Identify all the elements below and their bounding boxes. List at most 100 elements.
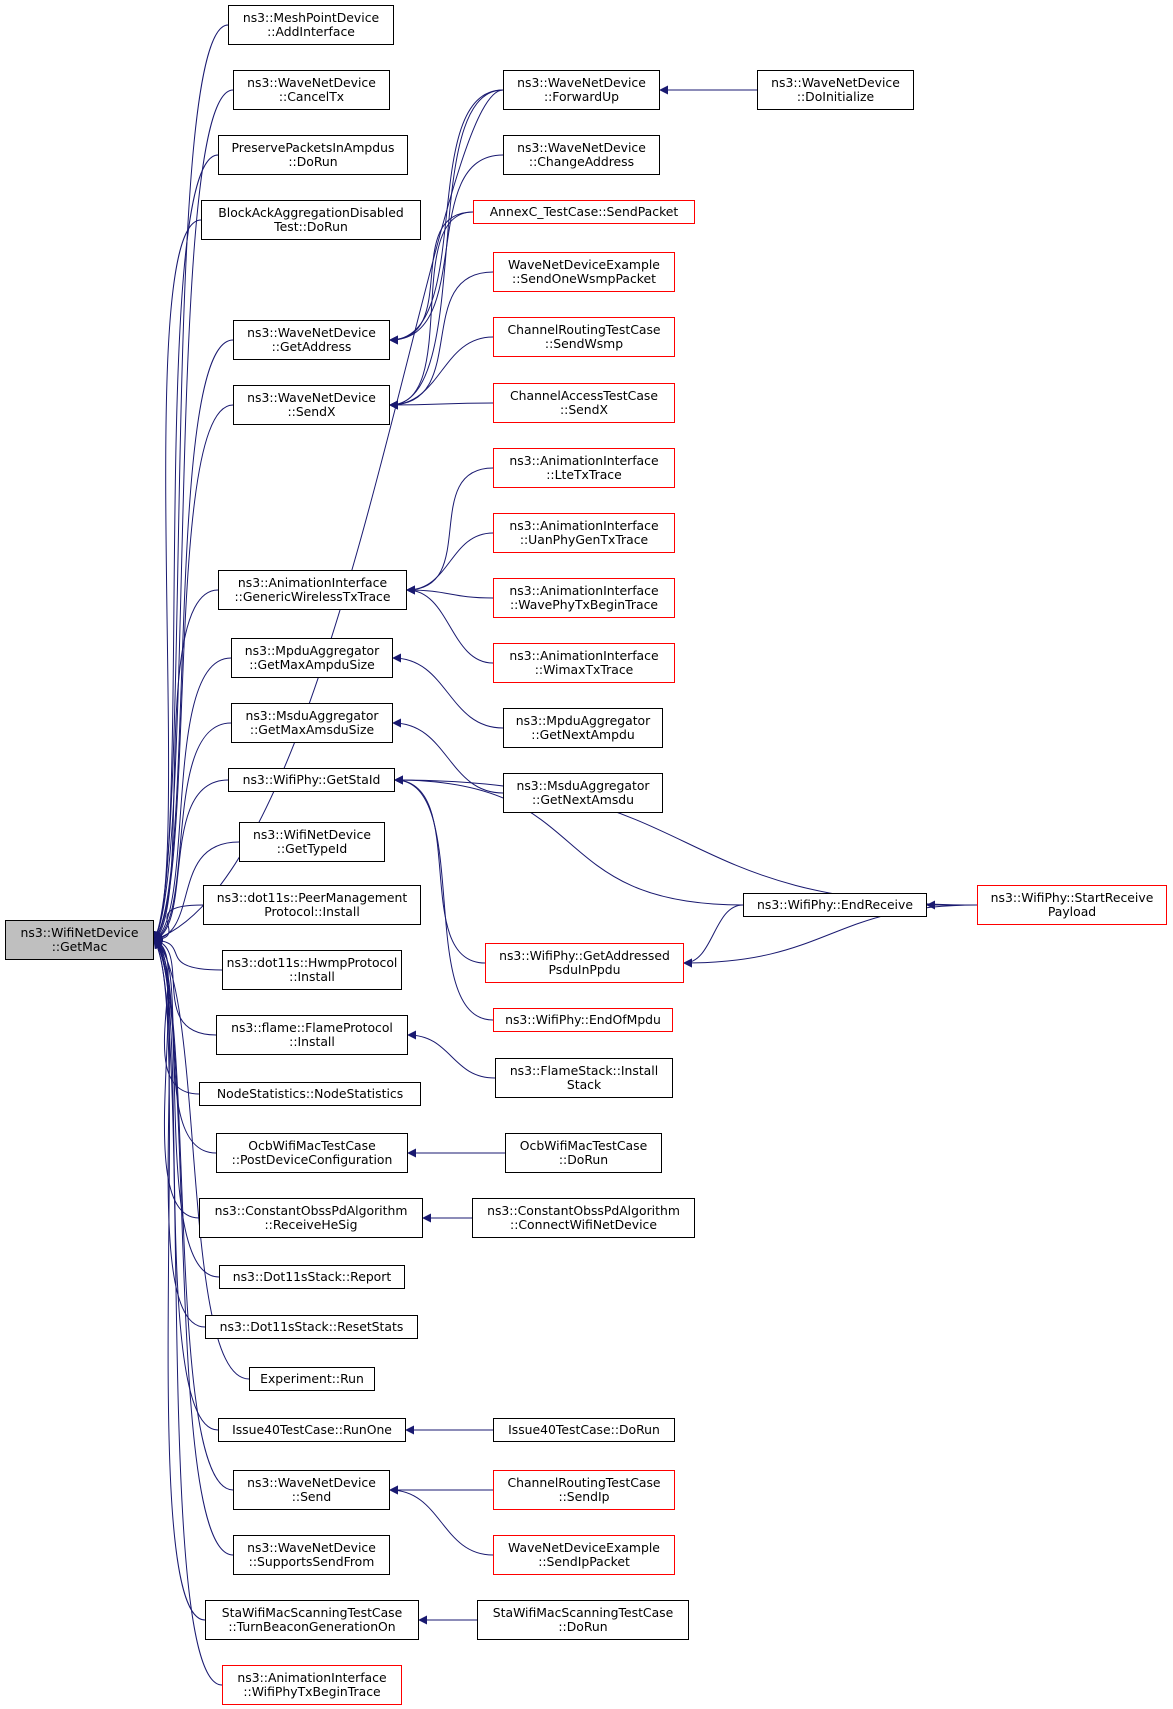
function-node[interactable]: NodeStatistics::NodeStatistics bbox=[199, 1082, 421, 1106]
function-node[interactable]: ns3::flame::FlameProtocol::Install bbox=[216, 1015, 408, 1055]
node-label-line: ::GenericWirelessTxTrace bbox=[234, 589, 391, 604]
node-label-line: Protocol::Install bbox=[264, 904, 360, 919]
function-node[interactable]: ns3::WifiNetDevice::GetTypeId bbox=[239, 822, 385, 862]
function-node[interactable]: ChannelRoutingTestCase::SendWsmp bbox=[493, 317, 675, 357]
function-node[interactable]: ns3::AnimationInterface::LteTxTrace bbox=[493, 448, 675, 488]
function-node[interactable]: ns3::WifiPhy::GetStaId bbox=[228, 768, 395, 792]
call-edge bbox=[153, 339, 234, 941]
function-node[interactable]: ns3::WaveNetDevice::ChangeAddress bbox=[503, 135, 660, 175]
function-node[interactable]: ChannelRoutingTestCase::SendIp bbox=[493, 1470, 675, 1510]
function-node[interactable]: ns3::AnimationInterface::WimaxTxTrace bbox=[493, 643, 675, 683]
node-label-line: ns3::WifiPhy::EndReceive bbox=[757, 897, 913, 912]
node-label-line: ::ForwardUp bbox=[543, 89, 620, 104]
function-node[interactable]: ns3::WaveNetDevice::SendX bbox=[233, 385, 390, 425]
node-label-line: ns3::Dot11sStack::ResetStats bbox=[219, 1319, 404, 1334]
function-node[interactable]: ns3::Dot11sStack::Report bbox=[219, 1265, 405, 1289]
call-edge bbox=[153, 219, 202, 941]
node-label-line: ::CancelTx bbox=[278, 89, 345, 104]
function-node[interactable]: AnnexC_TestCase::SendPacket bbox=[473, 200, 695, 224]
function-node[interactable]: Experiment::Run bbox=[249, 1367, 375, 1391]
function-node[interactable]: ns3::AnimationInterface::UanPhyGenTxTrac… bbox=[493, 513, 675, 553]
node-label-line: ::DoRun bbox=[288, 154, 338, 169]
function-node[interactable]: ns3::AnimationInterface::WavePhyTxBeginT… bbox=[493, 578, 675, 618]
node-label-line: NodeStatistics::NodeStatistics bbox=[216, 1086, 404, 1101]
function-node[interactable]: ns3::MsduAggregator::GetMaxAmsduSize bbox=[231, 703, 393, 743]
node-label-line: ns3::AnimationInterface bbox=[237, 1670, 387, 1685]
node-label-line: ::GetAddress bbox=[271, 339, 352, 354]
node-label-line: ::SendX bbox=[287, 404, 336, 419]
node-label-line: BlockAckAggregationDisabled bbox=[218, 205, 404, 220]
function-node[interactable]: ns3::AnimationInterface::WifiPhyTxBeginT… bbox=[222, 1665, 402, 1705]
function-node[interactable]: ns3::ConstantObssPdAlgorithm::ConnectWif… bbox=[472, 1198, 695, 1238]
node-label-line: ::GetMaxAmpduSize bbox=[249, 657, 375, 672]
node-label-line: ::DoRun bbox=[558, 1619, 608, 1634]
call-edge bbox=[389, 89, 504, 410]
node-label-line: ::LteTxTrace bbox=[546, 467, 622, 482]
function-node[interactable]: ns3::MpduAggregator::GetMaxAmpduSize bbox=[231, 638, 393, 678]
call-edge bbox=[153, 939, 250, 1380]
function-node[interactable]: OcbWifiMacTestCase::PostDeviceConfigurat… bbox=[216, 1133, 408, 1173]
node-label-line: ns3::WaveNetDevice bbox=[247, 325, 376, 340]
function-node[interactable]: ns3::WaveNetDevice::ForwardUp bbox=[503, 70, 660, 110]
function-node[interactable]: ns3::WaveNetDevice::SupportsSendFrom bbox=[233, 1535, 390, 1575]
node-label-line: PsduInPpdu bbox=[548, 962, 621, 977]
function-node[interactable]: ns3::WaveNetDevice::GetAddress bbox=[233, 320, 390, 360]
call-edge bbox=[389, 1485, 494, 1556]
function-node[interactable]: StaWifiMacScanningTestCase::DoRun bbox=[477, 1600, 689, 1640]
node-label-line: ns3::MeshPointDevice bbox=[242, 10, 380, 25]
function-node[interactable]: Issue40TestCase::DoRun bbox=[493, 1418, 675, 1442]
function-node[interactable]: ns3::Dot11sStack::ResetStats bbox=[205, 1315, 418, 1339]
function-node[interactable]: ns3::MpduAggregator::GetNextAmpdu bbox=[503, 708, 663, 748]
node-label-line: ::GetMac bbox=[51, 939, 108, 954]
node-label-line: AnnexC_TestCase::SendPacket bbox=[489, 204, 679, 219]
call-edge bbox=[389, 271, 494, 410]
node-label-line: ns3::WaveNetDevice bbox=[247, 390, 376, 405]
function-node[interactable]: OcbWifiMacTestCase::DoRun bbox=[505, 1133, 662, 1173]
call-edge bbox=[394, 775, 978, 906]
function-node[interactable]: WaveNetDeviceExample::SendOneWsmpPacket bbox=[493, 252, 675, 292]
function-node[interactable]: Issue40TestCase::RunOne bbox=[218, 1418, 406, 1442]
node-label-line: OcbWifiMacTestCase bbox=[248, 1138, 376, 1153]
function-node[interactable]: ns3::AnimationInterface::GenericWireless… bbox=[218, 570, 407, 610]
function-node[interactable]: ns3::WifiPhy::EndOfMpdu bbox=[493, 1008, 673, 1032]
call-edge bbox=[153, 935, 223, 971]
node-label-line: ::WavePhyTxBeginTrace bbox=[509, 597, 659, 612]
function-node[interactable]: ns3::dot11s::HwmpProtocol::Install bbox=[222, 950, 402, 990]
node-label-line: Issue40TestCase::DoRun bbox=[508, 1422, 660, 1437]
node-label-line: ChannelRoutingTestCase bbox=[507, 1475, 661, 1490]
function-node[interactable]: ns3::WaveNetDevice::DoInitialize bbox=[757, 70, 914, 110]
root-function-node[interactable]: ns3::WifiNetDevice::GetMac bbox=[5, 920, 154, 960]
function-node[interactable]: ChannelAccessTestCase::SendX bbox=[493, 383, 675, 423]
function-node[interactable]: WaveNetDeviceExample::SendIpPacket bbox=[493, 1535, 675, 1575]
function-node[interactable]: ns3::WaveNetDevice::CancelTx bbox=[233, 70, 390, 110]
function-node[interactable]: StaWifiMacScanningTestCase::TurnBeaconGe… bbox=[205, 1600, 419, 1640]
node-label-line: ns3::MpduAggregator bbox=[515, 713, 651, 728]
function-node[interactable]: ns3::ConstantObssPdAlgorithm::ReceiveHeS… bbox=[199, 1198, 423, 1238]
call-edge bbox=[389, 211, 474, 410]
node-label-line: WaveNetDeviceExample bbox=[508, 1540, 660, 1555]
node-label-line: ::AddInterface bbox=[267, 24, 355, 39]
node-label-line: ::TurnBeaconGenerationOn bbox=[228, 1619, 396, 1634]
function-node[interactable]: ns3::MeshPointDevice::AddInterface bbox=[228, 5, 394, 45]
function-node[interactable]: PreservePacketsInAmpdus::DoRun bbox=[218, 135, 408, 175]
node-label-line: ns3::AnimationInterface bbox=[509, 583, 659, 598]
node-label-line: ::PostDeviceConfiguration bbox=[231, 1152, 393, 1167]
call-edge bbox=[389, 89, 504, 345]
function-node[interactable]: ns3::WaveNetDevice::Send bbox=[233, 1470, 390, 1510]
call-edge bbox=[389, 211, 474, 345]
function-node[interactable]: ns3::WifiPhy::EndReceive bbox=[743, 893, 927, 917]
node-label-line: ::Send bbox=[291, 1489, 332, 1504]
node-label-line: ::DoRun bbox=[558, 1152, 609, 1167]
node-label-line: ns3::Dot11sStack::Report bbox=[232, 1269, 392, 1284]
node-label-line: ::SendIpPacket bbox=[538, 1554, 630, 1569]
node-label-line: ChannelAccessTestCase bbox=[509, 388, 658, 403]
function-node[interactable]: ns3::MsduAggregator::GetNextAmsdu bbox=[503, 773, 663, 813]
node-label-line: ns3::AnimationInterface bbox=[237, 575, 388, 590]
node-label-line: Payload bbox=[1047, 904, 1097, 919]
